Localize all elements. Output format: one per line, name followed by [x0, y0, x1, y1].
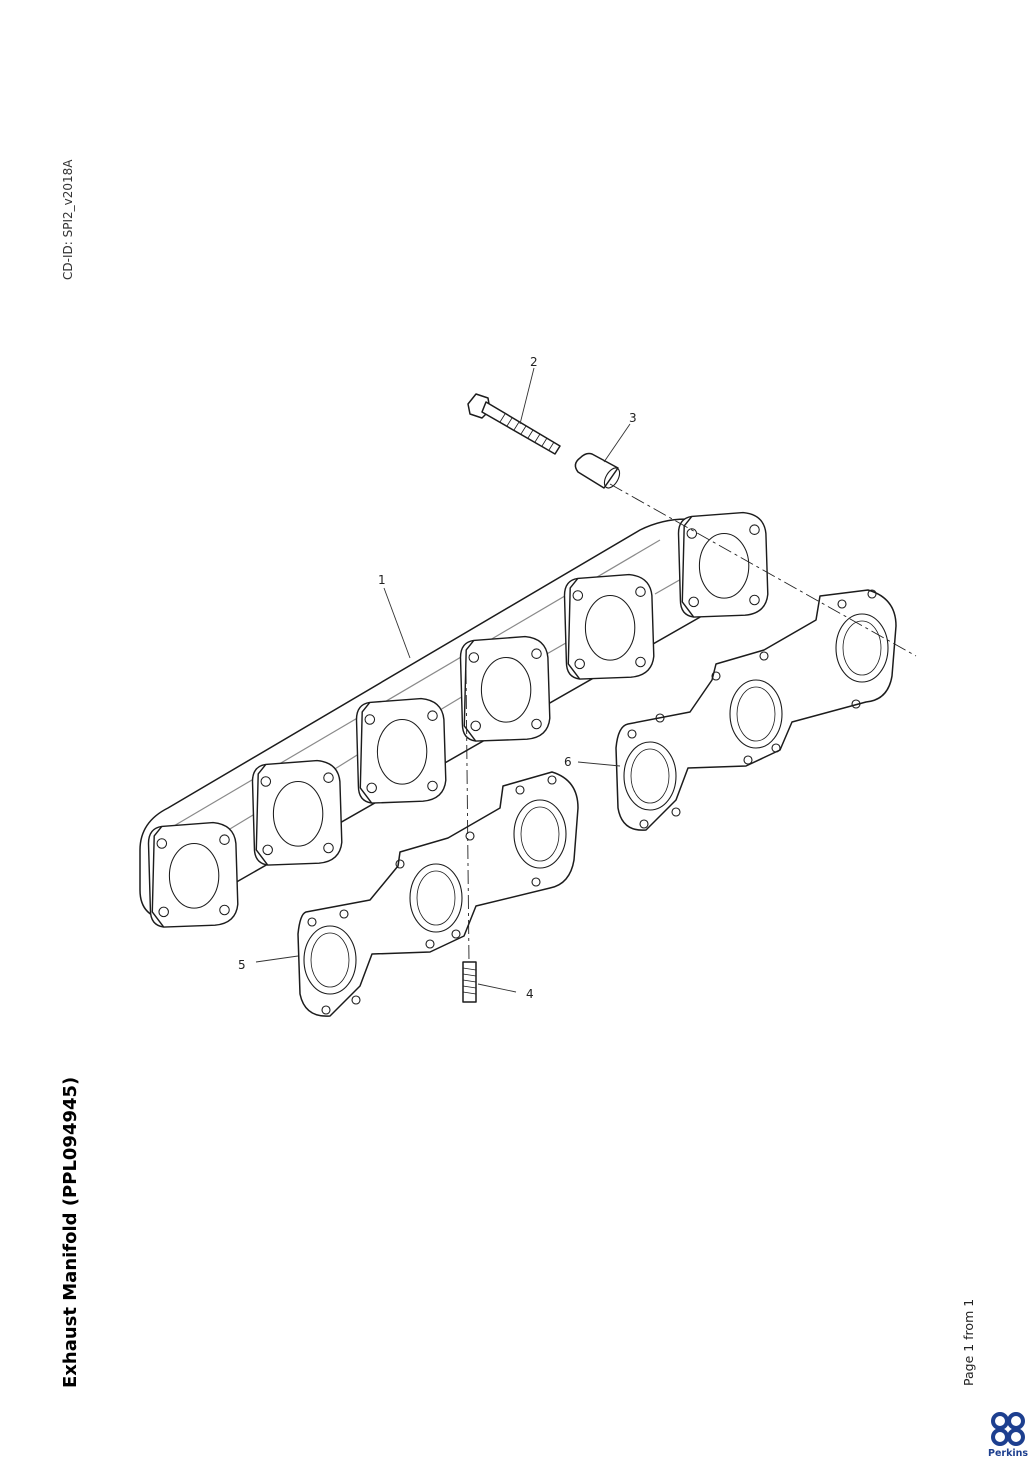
stud: [462, 961, 477, 1003]
callout-3: 3: [629, 411, 637, 425]
callout-5: 5: [238, 958, 246, 972]
exhaust-manifold: [139, 511, 769, 928]
alignment-line-stud: [465, 669, 470, 963]
spacer-sleeve: [574, 452, 621, 489]
gasket-left: [297, 771, 579, 1017]
callout-1: 1: [378, 573, 386, 587]
brand-name: Perkins: [988, 1448, 1029, 1459]
gasket-right: [615, 589, 897, 831]
callout-2: 2: [530, 355, 538, 369]
callout-4: 4: [526, 987, 534, 1001]
bolt: [467, 393, 561, 455]
perkins-logo-icon: [991, 1412, 1025, 1446]
callout-6: 6: [564, 755, 572, 769]
alignment-line-bolt: [609, 483, 917, 657]
